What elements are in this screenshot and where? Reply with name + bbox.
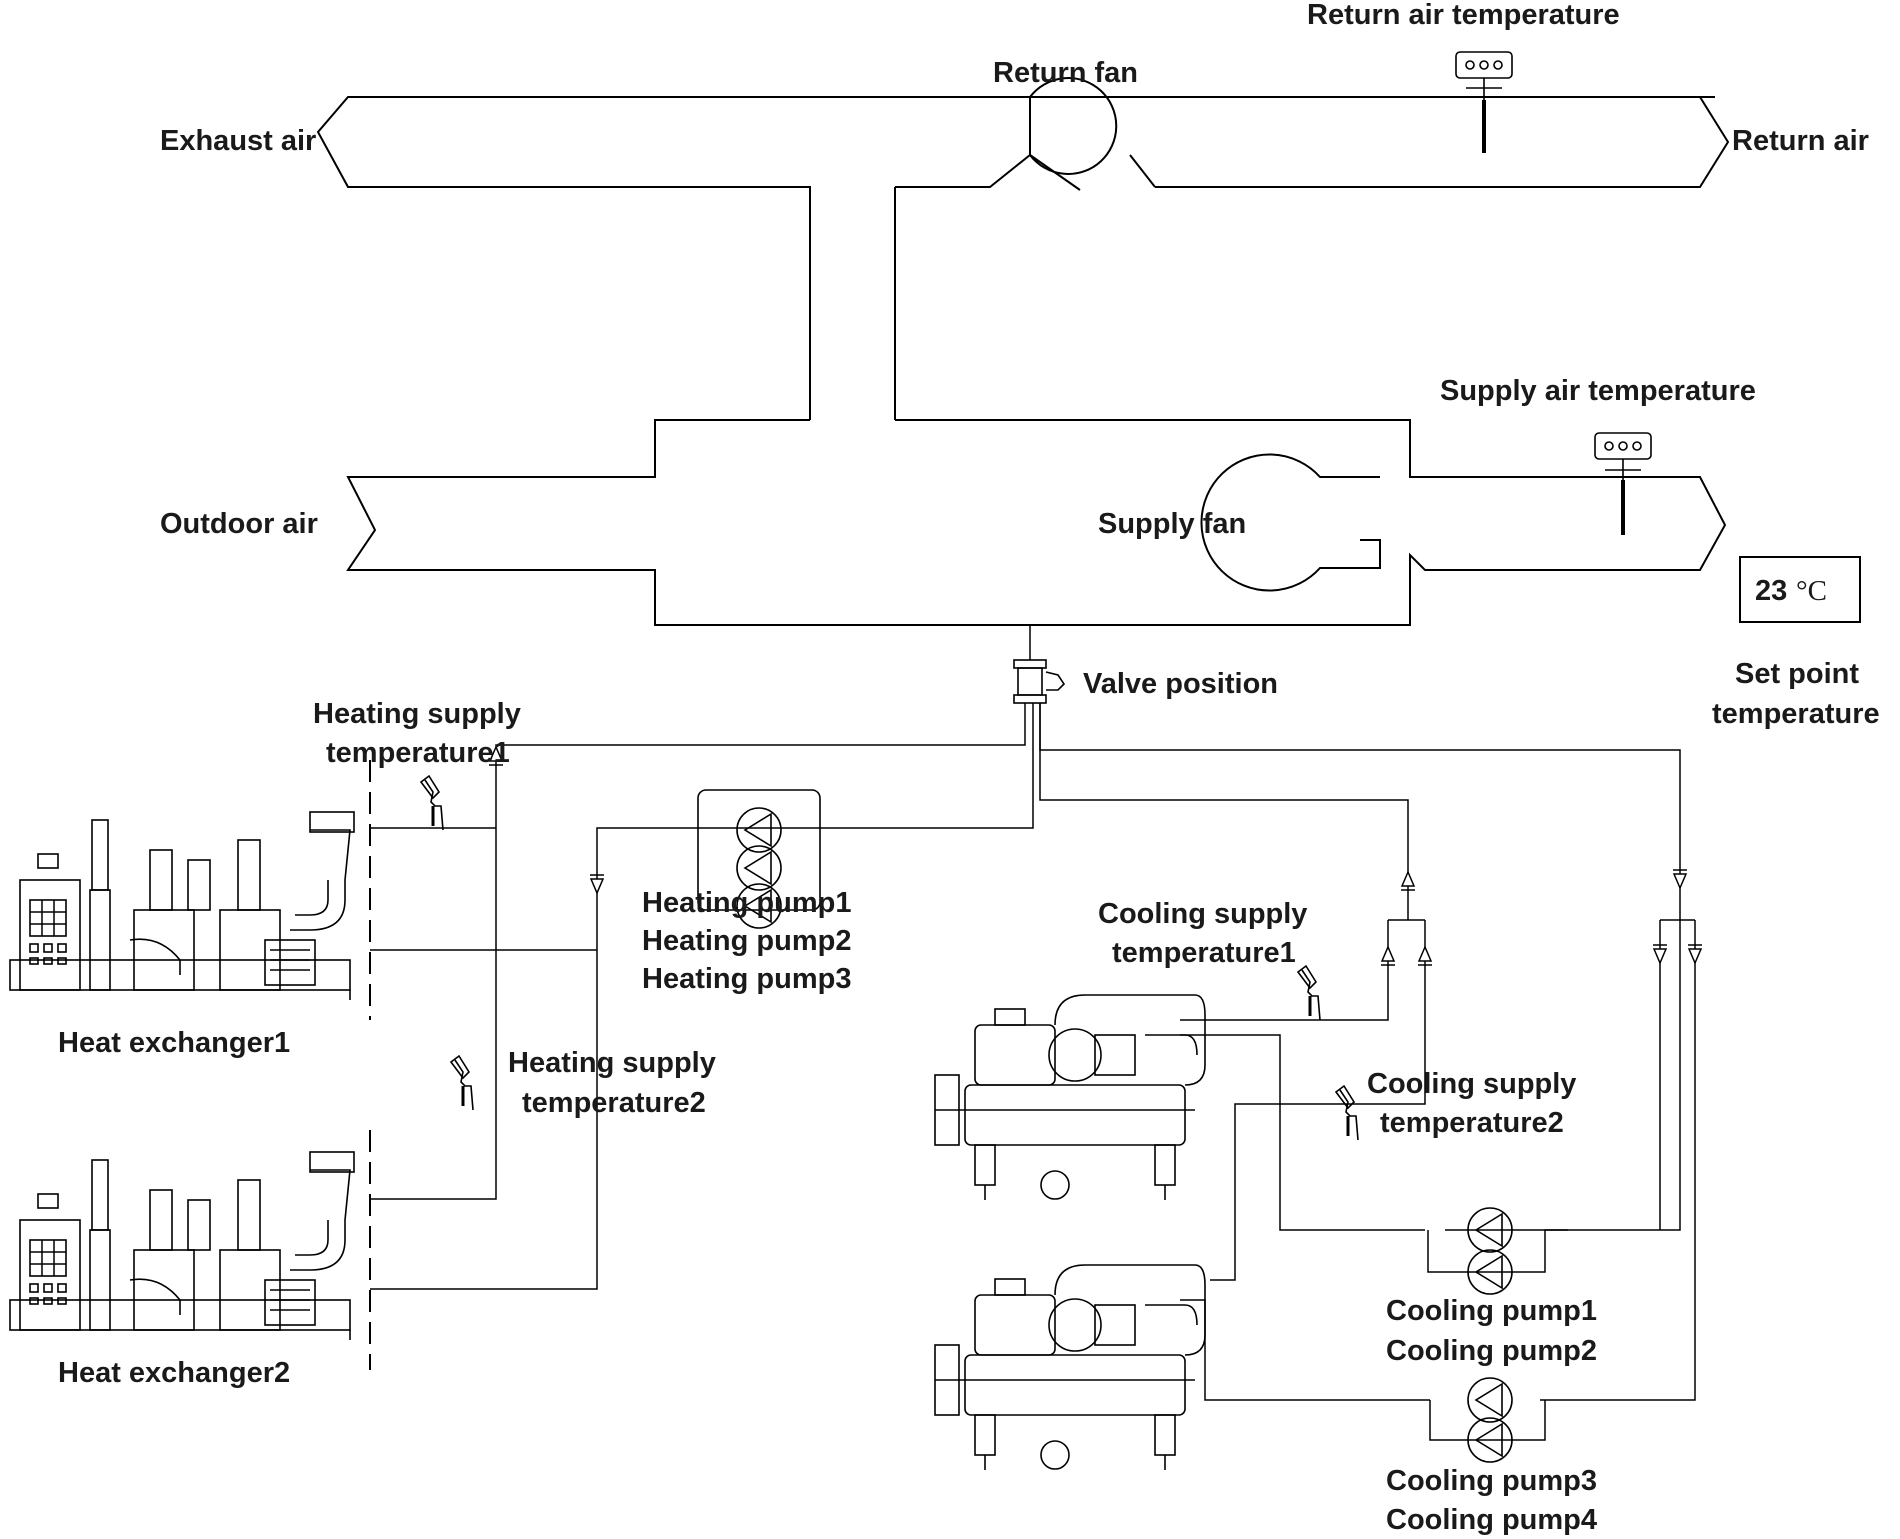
cooling-supply-temperature1-probe-icon [1296,964,1322,1022]
heating-supply-temperature2-probe-icon [449,1054,475,1112]
chiller1-icon [934,994,1206,1201]
supply-duct [346,419,1727,626]
heating-supply-temperature1-label-line1: Heating supply [313,698,521,730]
set-point-unit: °C [1796,575,1827,607]
heat-exchanger2-label: Heat exchanger2 [58,1357,290,1389]
set-point-display: 23 °C [1739,556,1861,623]
return-air-temperature-label: Return air temperature [1307,0,1620,31]
cooling-pump1-label: Cooling pump1 [1386,1295,1597,1327]
supply-fan-label: Supply fan [1098,508,1246,540]
cooling-supply-temperature1-label-line2: temperature1 [1112,937,1296,969]
heating-supply-temperature2-label-line2: temperature2 [522,1087,706,1119]
heating-supply-temperature1-probe-icon [419,774,445,832]
set-point-label-line2: temperature [1712,698,1880,730]
return-air-label: Return air [1732,125,1869,157]
set-point-value: 23 [1755,575,1787,607]
chiller2-icon [934,1264,1206,1471]
heating-pump2-label: Heating pump2 [642,925,851,957]
set-point-label-line1: Set point [1735,658,1859,690]
heat-exchanger1-icon [9,811,355,1001]
return-duct [316,96,1730,420]
cooling-supply-temperature2-label-line2: temperature2 [1380,1107,1564,1139]
heating-pumps [697,789,821,929]
return-fan-label: Return fan [993,57,1138,89]
return-air-temperature-sensor [1455,51,1513,153]
heat-exchanger2-icon [9,1151,355,1341]
valve-position-label: Valve position [1083,668,1278,700]
cooling-pumps-1-2 [1467,1207,1513,1295]
heating-supply-temperature2-label-line1: Heating supply [508,1047,716,1079]
control-valve [1013,625,1066,704]
supply-air-temperature-sensor [1594,432,1652,535]
cooling-pump3-label: Cooling pump3 [1386,1465,1597,1497]
heat-exchanger1-label: Heat exchanger1 [58,1027,290,1059]
cooling-pump3-icon [1467,1377,1513,1423]
cooling-supply-temperature2-probe-icon [1334,1084,1360,1142]
outdoor-air-label: Outdoor air [160,508,318,540]
heating-pump3-label: Heating pump3 [642,963,851,995]
return-fan [1029,77,1118,191]
cooling-supply-temperature2-label-line1: Cooling supply [1367,1068,1576,1100]
cooling-supply-temperature1-label-line1: Cooling supply [1098,898,1307,930]
cooling-pump4-label: Cooling pump4 [1386,1504,1597,1536]
cooling-pump2-label: Cooling pump2 [1386,1335,1597,1367]
cooling-pumps-3-4 [1467,1377,1513,1463]
supply-air-temperature-label: Supply air temperature [1440,375,1756,407]
exhaust-air-label: Exhaust air [160,125,316,157]
heating-supply-temperature1-label-line2: temperature1 [326,737,510,769]
heating-piping [369,703,1034,1370]
heating-pump1-label: Heating pump1 [642,887,851,919]
supply-fan [1200,453,1381,592]
